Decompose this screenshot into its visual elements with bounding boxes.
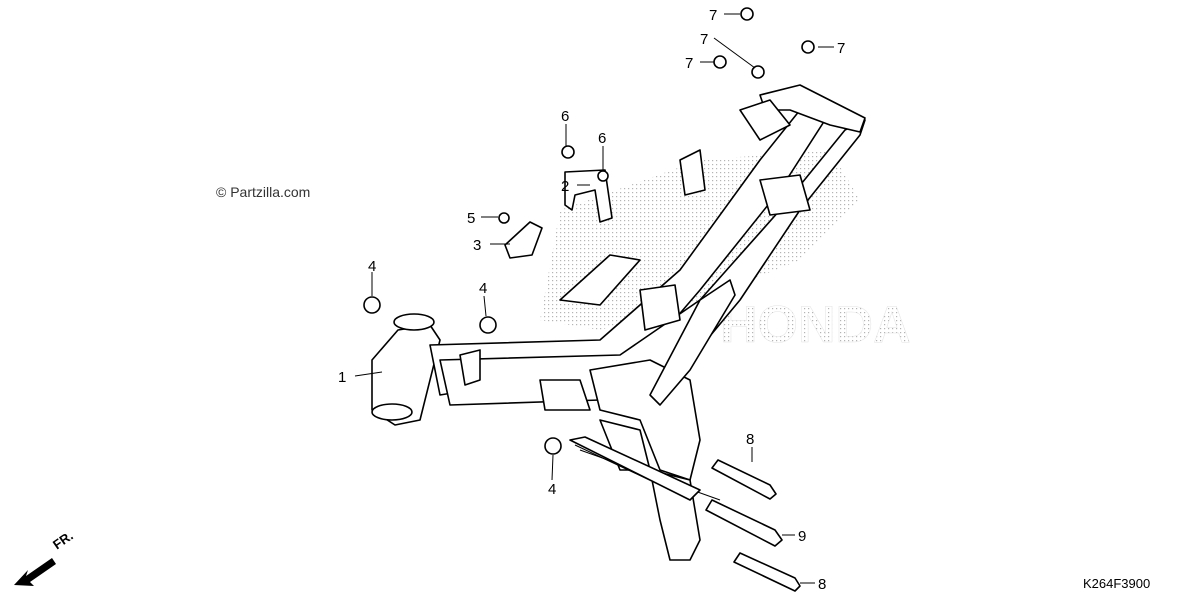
callout-8-upper: 8	[746, 431, 754, 448]
callout-8-lower: 8	[818, 576, 826, 593]
callout-4-left: 4	[368, 258, 376, 275]
callout-4-bottom: 4	[548, 481, 556, 498]
callout-9: 9	[798, 528, 806, 545]
callout-6-left: 6	[561, 108, 569, 125]
callout-7-right: 7	[837, 40, 845, 57]
callout-1: 1	[338, 369, 346, 386]
watermark-credit: © Partzilla.com	[216, 184, 311, 200]
callouts: 1 2 3 4 4 4 5 6 6 7 7 7 7 8 8 9	[338, 7, 845, 593]
diagram-code: K264F3900	[1083, 576, 1151, 591]
callout-5: 5	[467, 210, 475, 227]
callout-4-center: 4	[479, 280, 487, 297]
frame-body	[371, 84, 866, 561]
fasteners	[363, 7, 815, 455]
part-2-bracket	[564, 169, 613, 223]
callout-3: 3	[473, 237, 481, 254]
callout-6-right: 6	[598, 130, 606, 147]
part-3-bracket	[504, 221, 543, 259]
bolts	[705, 459, 801, 592]
brand-watermark-text: HONDA	[720, 296, 911, 354]
callout-2: 2	[561, 178, 569, 195]
callout-7-second: 7	[700, 31, 708, 48]
front-direction-arrow-icon	[14, 558, 56, 586]
callout-7-third: 7	[685, 55, 693, 72]
leader-lines	[354, 13, 834, 584]
callout-7-top: 7	[709, 7, 717, 24]
